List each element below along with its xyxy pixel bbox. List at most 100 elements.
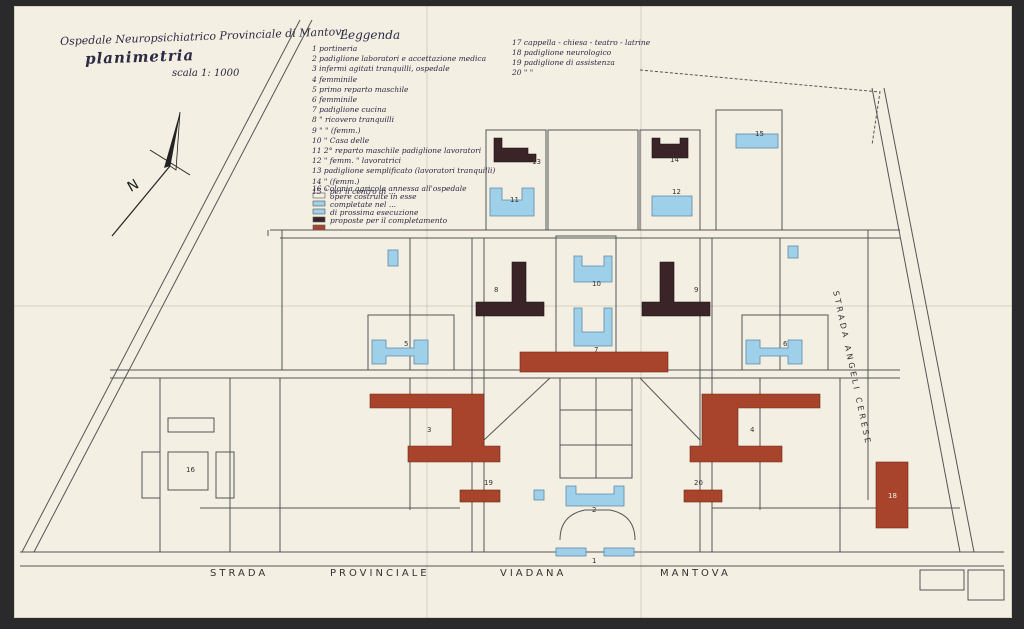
building-label-14: 14 <box>670 156 679 164</box>
legend-swatch-existing <box>312 200 326 207</box>
legend-key-label: proposte per il completamento <box>330 216 448 225</box>
compound-outline <box>485 129 547 231</box>
central-court <box>555 235 617 367</box>
legend-entry: 19 padiglione di assistenza <box>512 58 615 67</box>
building-label-2: 2 <box>592 506 597 514</box>
legend-entry: 18 padiglione neurologico <box>512 48 612 57</box>
building-1b[interactable] <box>603 547 635 557</box>
building-7a[interactable] <box>573 307 613 347</box>
building-14[interactable] <box>651 137 689 159</box>
building-label-12: 12 <box>672 188 681 196</box>
legend-entry: 11 2° reparto maschile padiglione lavora… <box>312 146 482 155</box>
legend-entry: 5 primo reparto maschile <box>312 84 409 94</box>
building-9[interactable] <box>641 261 711 317</box>
building-15[interactable] <box>735 133 779 149</box>
diagonal-path <box>639 377 701 441</box>
boundary-line <box>21 19 301 553</box>
legend-key-label: completate nel ... <box>330 200 396 209</box>
building-label-8: 8 <box>494 286 499 294</box>
building-label-7: 7 <box>594 346 599 354</box>
building-label-19: 19 <box>484 479 493 487</box>
legend-entry: 3 infermi agitati tranquilli, ospedale <box>312 64 450 74</box>
legend-key-label: di prossima esecuzione <box>330 208 419 217</box>
legend-entry: 10 " Casa delle <box>312 135 370 145</box>
legend-entry: 2 padiglione laboratori e accettazione m… <box>312 54 487 64</box>
property-line <box>639 69 881 146</box>
legend-swatch-next <box>312 216 326 223</box>
compound-outline <box>715 109 783 231</box>
colony-building <box>167 451 209 491</box>
legend-swatch-proposed <box>312 224 326 231</box>
boundary-line <box>33 19 313 553</box>
building-4[interactable] <box>689 393 821 463</box>
corner-structure <box>967 569 1005 601</box>
building-7[interactable] <box>519 351 669 373</box>
building-6[interactable] <box>745 339 803 365</box>
building-label-15: 15 <box>755 130 764 138</box>
legend-entry: 15 " per il centro di ... <box>312 186 396 196</box>
legend-title: Leggenda <box>340 28 401 42</box>
legend-entry: 12 " femm. " lavoratrici <box>312 156 402 166</box>
building-label-13: 13 <box>532 158 541 166</box>
road-edge <box>883 87 975 553</box>
north-arrow <box>111 111 191 237</box>
colony-building <box>141 451 161 499</box>
legend-entry: 1 portineria <box>312 44 358 53</box>
paper-fold <box>640 6 642 618</box>
building-8[interactable] <box>475 261 545 317</box>
map-subtitle: planimetria <box>84 46 195 68</box>
legend-swatch-completed <box>312 208 326 215</box>
building-label-6: 6 <box>783 340 788 348</box>
legend-key-label: 16 Colonia agricola annessa all'ospedale <box>312 184 467 193</box>
road-label-provinciale: PROVINCIALE <box>330 568 430 579</box>
road-label-strada: STRADA <box>210 568 269 579</box>
building-label-20: 20 <box>694 479 703 487</box>
small-building[interactable] <box>533 489 545 501</box>
legend-entry: 17 cappella - chiesa - teatro - latrine <box>512 38 651 47</box>
building-label-16: 16 <box>186 466 195 474</box>
legend-entry: 6 femminile <box>312 95 358 104</box>
road-edge <box>871 87 961 553</box>
map-scale: scala 1: 1000 <box>172 68 240 79</box>
building-18[interactable] <box>875 461 909 529</box>
building-label-11: 11 <box>510 196 519 204</box>
building-13[interactable] <box>493 137 537 163</box>
legend-key-label: opere costruite in esse <box>330 192 417 201</box>
building-20[interactable] <box>683 489 723 503</box>
building-10[interactable] <box>573 255 613 283</box>
building-5[interactable] <box>371 339 429 365</box>
building-1a[interactable] <box>555 547 587 557</box>
small-building[interactable] <box>787 245 799 259</box>
compound-outline <box>547 129 639 231</box>
legend-entry: 9 " " (femm.) <box>312 125 361 135</box>
building-2[interactable] <box>565 485 625 507</box>
building-label-3: 3 <box>427 426 432 434</box>
building-label-9: 9 <box>694 286 699 294</box>
legend-entry: 4 femminile <box>312 74 358 84</box>
building-label-10: 10 <box>592 280 601 288</box>
small-building[interactable] <box>387 249 399 267</box>
legend-entry: 13 padiglione semplificato (lavoratori t… <box>312 166 496 176</box>
entrance-court <box>559 509 636 541</box>
building-label-18: 18 <box>888 492 897 500</box>
building-label-1: 1 <box>592 557 597 565</box>
building-11[interactable] <box>489 187 535 217</box>
legend-swatch-outline <box>312 192 326 199</box>
building-label-5: 5 <box>404 340 409 348</box>
legend-entry: 7 padiglione cucina <box>312 105 387 115</box>
compound-outline <box>741 314 829 371</box>
compound-outline <box>367 314 455 371</box>
legend-entry: 20 " " <box>512 68 534 77</box>
compound-outline <box>639 129 701 231</box>
road-label-viadana: VIADANA <box>500 568 567 579</box>
legend-entry: 14 " (femm.) <box>312 176 360 186</box>
paper-fold <box>426 6 428 618</box>
building-3[interactable] <box>369 393 501 463</box>
building-19[interactable] <box>459 489 501 503</box>
building-12[interactable] <box>651 195 693 217</box>
corner-structure <box>919 569 965 591</box>
colony-building <box>215 451 235 499</box>
building-label-4: 4 <box>750 426 755 434</box>
road-label-mantova: MANTOVA <box>660 568 731 579</box>
